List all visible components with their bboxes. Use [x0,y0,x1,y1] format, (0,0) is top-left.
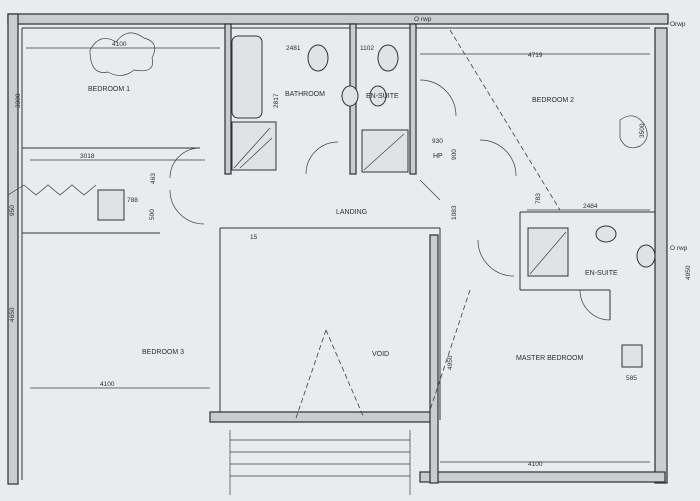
dim-463: 463 [150,173,157,184]
dim-585: 585 [626,375,637,382]
dim-788: 788 [127,197,138,204]
hp-label: HP [433,153,443,160]
dim-1102: 1102 [360,45,374,52]
dim-4100-bottom: 4100 [528,461,543,468]
dim-3018: 3018 [80,153,95,160]
bay-window [7,184,125,221]
bedroom-2-label: BEDROOM 2 [532,97,574,104]
dim-930: 930 [432,138,443,145]
dim-900: 900 [451,149,458,160]
dim-783: 783 [535,193,542,204]
dim-3500: 3500 [639,123,646,138]
bathroom-label: BATHROOM [285,91,325,98]
stair-treads [229,430,411,495]
dim-2484: 2484 [583,203,598,210]
dim-1083: 1083 [451,205,458,220]
dim-4719: 4719 [528,52,543,59]
dim-500: 500 [149,209,156,220]
ensuite-1-label: EN-SUITE [366,93,399,100]
door-swings [169,79,611,321]
bedroom-3-label: BEDROOM 3 [142,349,184,356]
tree-symbol [89,32,648,149]
dim-15: 15 [250,234,258,241]
dim-3300: 3300 [15,93,22,108]
void-diagonals [295,29,561,419]
bedroom-1-label: BEDROOM 1 [88,86,130,93]
dimension-lines [26,47,650,463]
rwp-marker-right-1: Orwp [670,21,686,28]
dim-2481: 2481 [286,45,301,52]
rwp-marker-top: O rwp [414,16,432,23]
ensuite-2-label: EN-SUITE [585,270,618,277]
dim-4950-mid: 4950 [447,355,454,370]
dim-4650: 4650 [9,307,16,322]
ensuite-fixtures [361,44,656,368]
master-bedroom-label: MASTER BEDROOM [516,355,583,362]
dim-4950-right: 4950 [685,265,692,280]
dim-4100-top: 4100 [112,41,127,48]
void-label: VOID [372,351,389,358]
rwp-marker-right-2: O rwp [670,245,688,252]
landing-label: LANDING [336,209,367,216]
dim-4100-mid: 4100 [100,381,115,388]
dim-950: 950 [9,205,16,216]
dim-2817: 2817 [273,93,280,108]
bathroom-fixtures [231,35,359,171]
